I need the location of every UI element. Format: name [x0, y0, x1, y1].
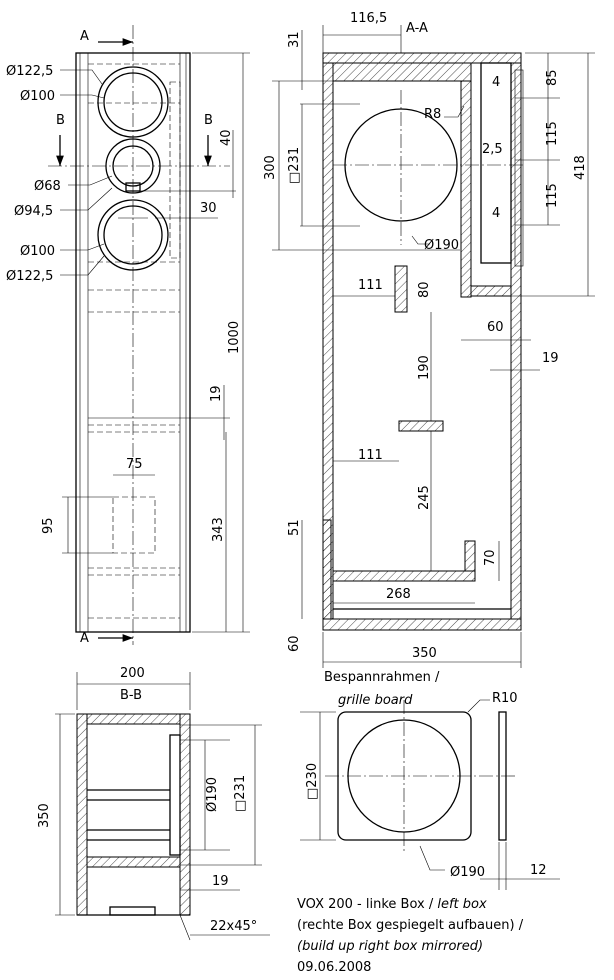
dim-d68: Ø68 [34, 179, 61, 194]
dim-60-bottom: 60 [287, 635, 302, 652]
dim-95: 95 [41, 517, 56, 534]
dim-4-top: 4 [492, 75, 500, 90]
dim-70: 70 [483, 549, 498, 566]
section-b-b-title: B-B [120, 688, 142, 703]
dim-19: 19 [209, 385, 224, 402]
dim-350: 350 [37, 803, 52, 828]
dim-51: 51 [287, 519, 302, 536]
dim-r10: R10 [492, 691, 518, 706]
dim-300: 300 [263, 155, 278, 180]
note-line1-de: VOX 200 - linke Box / [297, 897, 434, 912]
section-a-a: 116,5 A-A 31 85 4 R8 115 2,5 300 □231 41… [263, 11, 595, 668]
dim-sq231: □231 [233, 775, 248, 812]
dim-418: 418 [573, 155, 588, 180]
dim-sq230: □230 [305, 763, 320, 800]
dim-190: 190 [417, 355, 432, 380]
dim-d190: Ø190 [424, 238, 459, 253]
dim-200: 200 [120, 666, 145, 681]
grille-board: Bespannrahmen / grille board R10 □230 Ø1… [300, 670, 560, 890]
note-line1-en: left box [437, 897, 487, 912]
dim-85: 85 [545, 69, 560, 86]
dim-343: 343 [211, 517, 226, 542]
section-b-b: 200 B-B 350 Ø190 □231 19 22x45° [37, 666, 270, 941]
note-line1: VOX 200 - linke Box / left box [297, 897, 487, 912]
front-view: A A B B Ø122,5 Ø100 Ø68 Ø94,5 Ø100 Ø122,… [6, 25, 250, 646]
dim-75: 75 [126, 457, 143, 472]
dim-111-bottom: 111 [358, 448, 383, 463]
note-line3: (build up right box mirrored) [297, 939, 483, 954]
dim-19: 19 [542, 351, 559, 366]
dim-2-5: 2,5 [482, 142, 503, 157]
dim-116-5: 116,5 [350, 11, 387, 26]
dim-d190: Ø190 [205, 777, 220, 812]
dim-31: 31 [287, 31, 302, 48]
dim-115-bottom: 115 [545, 183, 560, 208]
section-a-label-top: A [80, 29, 89, 44]
dim-d190: Ø190 [450, 865, 485, 880]
title-notes: VOX 200 - linke Box / left box (rechte B… [297, 897, 524, 975]
dim-d94: Ø94,5 [14, 204, 53, 219]
dim-115-top: 115 [545, 121, 560, 146]
section-a-a-title: A-A [406, 21, 428, 36]
dim-d122-top: Ø122,5 [6, 64, 53, 79]
dim-d122-bottom: Ø122,5 [6, 269, 53, 284]
dim-12: 12 [530, 863, 547, 878]
section-b-label-left: B [56, 113, 65, 128]
grille-title-de: Bespannrahmen / [324, 670, 440, 685]
section-b-label-right: B [204, 113, 213, 128]
dim-350: 350 [412, 646, 437, 661]
note-date: 09.06.2008 [297, 960, 371, 975]
section-a-label-bottom: A [80, 631, 89, 646]
dim-19: 19 [212, 874, 229, 889]
dim-d100-bottom: Ø100 [20, 244, 55, 259]
note-line2: (rechte Box gespiegelt aufbauen) / [297, 918, 524, 933]
dim-4-bottom: 4 [492, 206, 500, 221]
dim-d100-top: Ø100 [20, 89, 55, 104]
dim-80: 80 [417, 281, 432, 298]
dim-1000: 1000 [227, 321, 242, 354]
dim-245: 245 [417, 485, 432, 510]
dim-chamfer: 22x45° [210, 919, 257, 934]
dim-268: 268 [386, 587, 411, 602]
dim-111-top: 111 [358, 278, 383, 293]
dim-30: 30 [200, 201, 217, 216]
dim-r8: R8 [424, 107, 441, 122]
dim-40: 40 [219, 129, 234, 146]
dim-60-right: 60 [487, 320, 504, 335]
grille-title-en: grille board [338, 693, 413, 708]
dim-sq231: □231 [287, 147, 302, 184]
